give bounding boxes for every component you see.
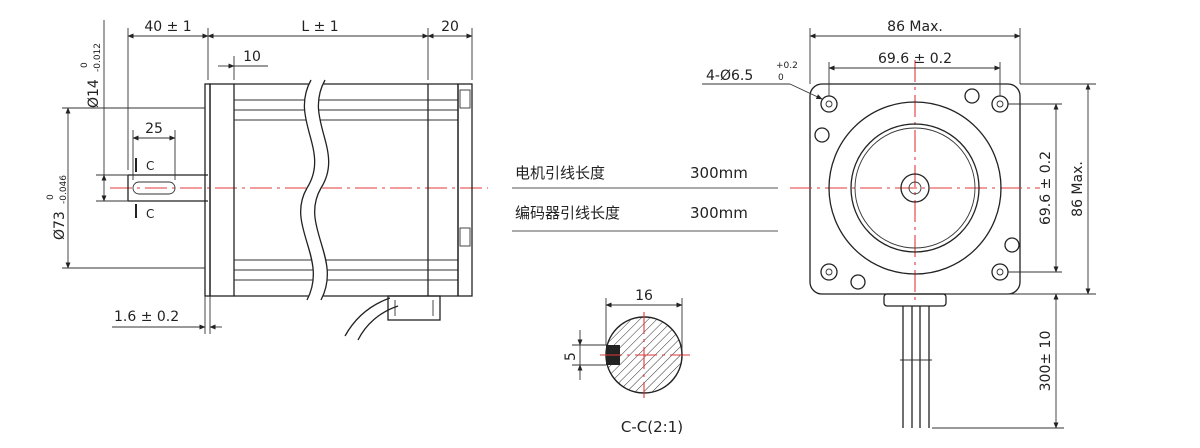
front-cables (900, 306, 932, 428)
dim-key-length: 25 (145, 121, 163, 137)
dim-shaft-length: 40 ± 1 (144, 19, 191, 35)
cable-exit (883, 293, 947, 307)
front-shaft (900, 173, 930, 203)
dim-section-key: 5 (563, 352, 579, 361)
lead-value-encoder: 300mm (690, 204, 748, 222)
dim-overall-height: 86 Max. (1070, 161, 1086, 217)
motor-body (234, 76, 473, 341)
dim-overall-width: 86 Max. (887, 19, 943, 35)
lead-label-encoder: 编码器引线长度 (515, 204, 620, 222)
section-mark-bottom: C (146, 207, 154, 221)
dim-holes: 4-Ø6.5 (706, 68, 753, 84)
dim-rear-length: 20 (441, 19, 459, 35)
dim-holes-tol-lower: 0 (778, 73, 784, 83)
flange-plate (204, 83, 211, 297)
section-view: 16 5 C-C(2:1) (563, 288, 690, 436)
dim-holes-tol-upper: +0.2 (776, 61, 798, 71)
section-caption: C-C(2:1) (621, 418, 683, 436)
lead-table: 电机引线长度 300mm 编码器引线长度 300mm (512, 164, 778, 232)
pilot-boss (209, 83, 235, 297)
section-mark-top: C (146, 159, 154, 173)
dim-pilot-dia-tol-lower: -0.046 (59, 175, 69, 204)
dim-lead-length: 300± 10 (1038, 331, 1054, 392)
dim-hole-spacing-x: 69.6 ± 0.2 (878, 51, 952, 67)
dim-body-length: L ± 1 (301, 19, 338, 35)
dim-shaft-dia: Ø14 (86, 79, 102, 108)
dim-flange: 1.6 ± 0.2 (114, 309, 179, 325)
flange-screws (814, 88, 1020, 290)
dim-pilot-dia-tol-upper: 0 (46, 194, 56, 200)
dim-shaft-dia-tol-lower: -0.012 (93, 43, 103, 72)
dim-step: 10 (243, 49, 261, 65)
front-view: 86 Max. 69.6 ± 0.2 4-Ø6.5 +0.2 0 69.6 ± … (702, 19, 1096, 429)
shaft (127, 174, 208, 202)
front-boss-outer (828, 101, 1002, 275)
cable-gland (387, 295, 441, 321)
front-boss-inner (850, 123, 980, 253)
dim-section-width: 16 (635, 288, 653, 304)
side-view: 40 ± 1 L ± 1 20 10 25 C C Ø14 0 -0.01 (46, 19, 488, 341)
dim-hole-spacing-y: 69.6 ± 0.2 (1038, 151, 1054, 225)
lead-value-motor: 300mm (690, 164, 748, 182)
lead-label-motor: 电机引线长度 (515, 164, 605, 182)
dim-shaft-dia-tol-upper: 0 (80, 62, 90, 68)
dim-pilot-dia: Ø73 (52, 211, 68, 240)
key-slot (132, 181, 176, 195)
